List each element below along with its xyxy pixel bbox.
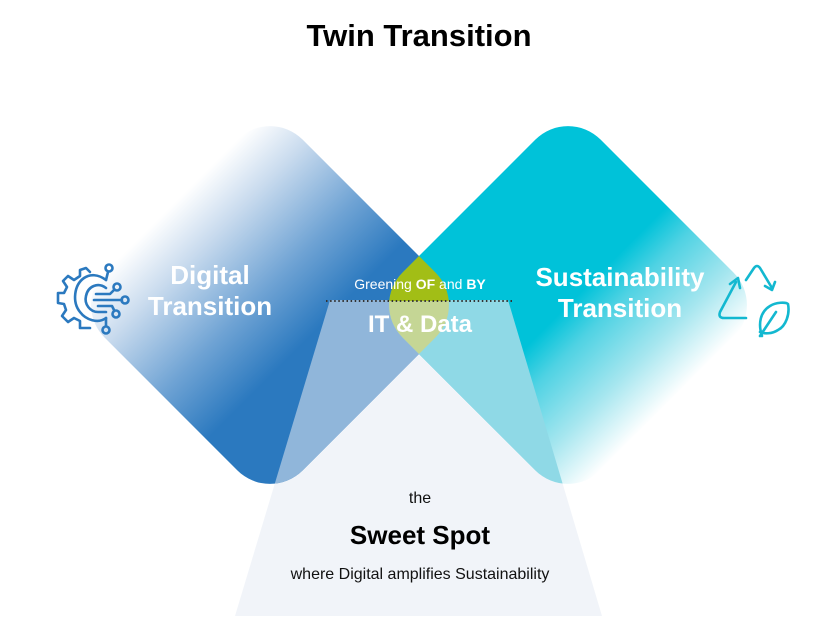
sweet-spot-subtitle: where Digital amplifies Sustainability (290, 566, 550, 583)
greening-prefix: Greening (354, 276, 416, 292)
gear-circuit-icon (56, 263, 130, 335)
digital-line2: Transition (147, 291, 273, 322)
greening-label: Greening OF and BY (330, 276, 510, 293)
sweet-spot-title: Sweet Spot (349, 520, 491, 550)
greening-and: and (435, 276, 467, 292)
digital-line1: Digital (170, 260, 250, 290)
greening-by: BY (466, 276, 486, 292)
digital-transition-label: Digital Transition (140, 260, 280, 322)
sustainability-line1: Sustainability (535, 262, 705, 292)
recycle-leaf-icon (718, 264, 790, 338)
sustainability-line2: Transition (557, 293, 683, 324)
sweet-spot-pre: the (408, 490, 432, 507)
greening-of: OF (415, 276, 436, 292)
sustainability-transition-label: Sustainability Transition (520, 262, 720, 324)
diagram-title: Twin Transition (306, 18, 532, 53)
it-data-label: IT & Data (367, 311, 472, 338)
